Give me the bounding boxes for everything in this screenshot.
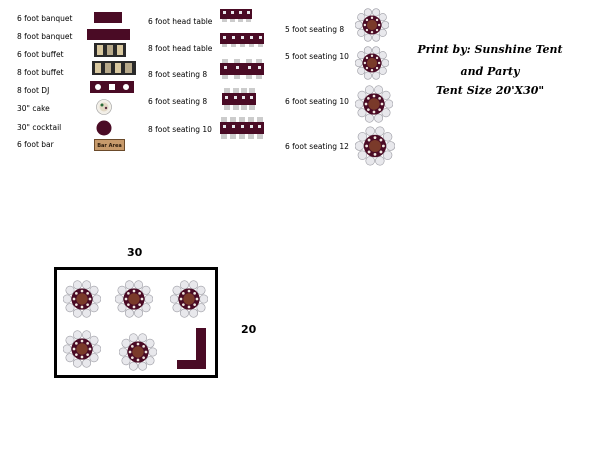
legend-label-5ft-seating-10: 5 foot seating 10 <box>285 52 349 61</box>
round-table-icon <box>355 46 389 80</box>
seating-8ft-10-icon <box>220 117 264 139</box>
legend-label-6ft-buffet: 6 foot buffet <box>17 50 64 59</box>
head-table-8ft-icon <box>220 33 264 47</box>
legend-label-8ft-seating-8: 8 foot seating 8 <box>148 70 208 79</box>
title-line-2: and Party <box>460 65 520 78</box>
legend-label-6ft-banquet: 6 foot banquet <box>17 14 73 23</box>
head-table-6ft-icon <box>220 9 252 22</box>
legend-label-30-cake: 30" cake <box>17 104 50 113</box>
legend-label-8ft-dj: 8 foot DJ <box>17 86 50 95</box>
tent-bar-horizontal <box>177 360 206 369</box>
round-table-icon <box>63 280 101 318</box>
legend-label-6ft-seating-10: 6 foot seating 10 <box>285 97 349 106</box>
seating-8ft-8-icon <box>220 59 264 79</box>
tent-width-label: 30 <box>127 246 143 259</box>
cake-icon <box>96 99 112 115</box>
title-line-3: Tent Size 20'X30" <box>435 84 545 97</box>
buffet-8ft-icon <box>92 61 136 75</box>
legend-label-8ft-head-table: 8 foot head table <box>148 44 213 53</box>
legend-label-6ft-seating-12: 6 foot seating 12 <box>285 142 349 151</box>
legend-label-5ft-seating-8: 5 foot seating 8 <box>285 25 345 34</box>
legend-label-8ft-seating-10: 8 foot seating 10 <box>148 125 212 134</box>
dj-icon <box>90 81 134 93</box>
round-table-icon <box>355 8 389 42</box>
title-line-1: Print by: Sunshine Tent <box>417 43 563 56</box>
tent-bar-vertical <box>196 328 206 360</box>
banquet-8ft-icon <box>87 29 130 40</box>
round-table-icon <box>355 126 395 166</box>
legend-label-6ft-seating-8: 6 foot seating 8 <box>148 97 208 106</box>
buffet-6ft-icon <box>94 43 126 57</box>
round-table-icon <box>119 333 157 371</box>
legend-label-30-cocktail: 30" cocktail <box>17 123 62 132</box>
round-table-icon <box>355 85 393 123</box>
tent-height-label: 20 <box>241 323 257 336</box>
banquet-6ft-icon <box>94 12 122 23</box>
legend-label-8ft-buffet: 8 foot buffet <box>17 68 64 77</box>
round-table-icon <box>63 330 101 368</box>
legend-label-6ft-bar: 6 foot bar <box>17 140 54 149</box>
cocktail-table-icon <box>96 120 112 136</box>
round-table-icon <box>115 280 153 318</box>
round-table-icon <box>170 280 208 318</box>
bar-icon: Bar Area <box>94 139 125 151</box>
legend-label-6ft-head-table: 6 foot head table <box>148 17 213 26</box>
seating-6ft-8-icon <box>222 88 256 110</box>
legend-label-8ft-banquet: 8 foot banquet <box>17 32 73 41</box>
